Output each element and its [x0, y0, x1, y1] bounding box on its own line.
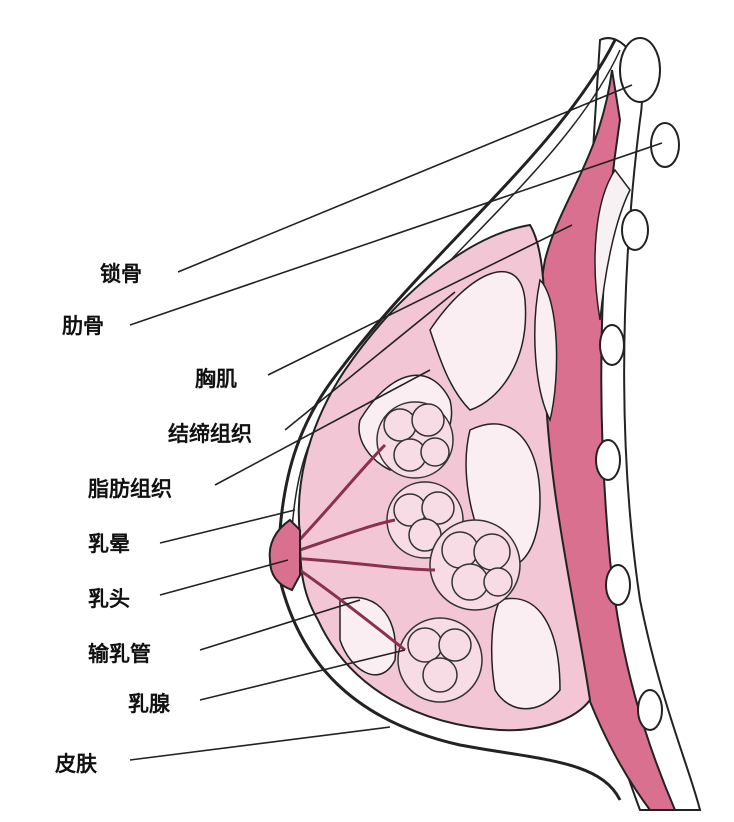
leader-clavicle — [177, 84, 633, 273]
label-connective-tissue: 结缔组织 — [168, 422, 252, 446]
mammary-glands — [376, 401, 521, 703]
leader-areola — [159, 509, 296, 544]
label-skin: 皮肤 — [55, 752, 97, 776]
leader-lines — [129, 84, 663, 761]
leader-pectoral — [267, 224, 573, 376]
label-rib: 肋骨 — [62, 314, 104, 338]
leader-gland — [199, 649, 406, 701]
leader-connective — [284, 291, 456, 431]
clavicle-bone — [619, 37, 661, 103]
label-mammary-gland: 乳腺 — [128, 692, 170, 716]
label-clavicle: 锁骨 — [100, 262, 142, 286]
label-pectoral-muscle: 胸肌 — [195, 367, 237, 391]
leader-duct — [199, 599, 361, 651]
label-nipple: 乳头 — [88, 587, 130, 611]
leader-adipose — [214, 369, 431, 486]
nipple — [268, 518, 301, 592]
label-areola: 乳晕 — [88, 532, 130, 556]
leader-rib — [129, 142, 663, 326]
leader-skin — [129, 726, 391, 761]
label-adipose-tissue: 脂肪组织 — [88, 477, 172, 501]
leader-nipple — [159, 559, 289, 596]
label-lactiferous-duct: 输乳管 — [88, 642, 151, 666]
